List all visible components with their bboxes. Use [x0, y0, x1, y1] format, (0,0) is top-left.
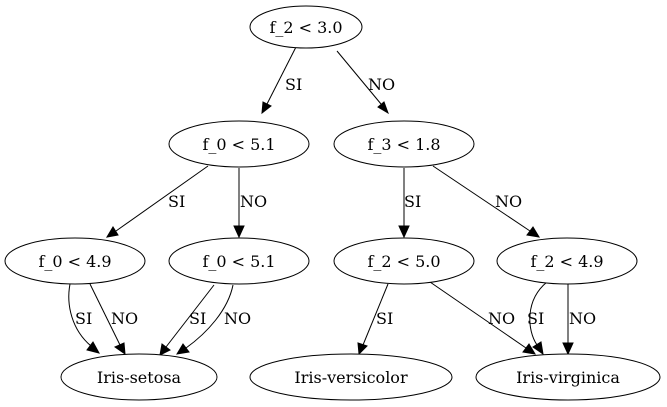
edge-n4-n8: SI	[68, 283, 100, 354]
node-label: f_2 < 4.9	[530, 252, 603, 271]
edge-n7-n10: NO	[562, 284, 596, 356]
node-label: f_0 < 5.1	[202, 135, 275, 154]
leaf-node: Iris-versicolor	[249, 353, 453, 401]
edge-n6-n9: SI	[357, 283, 393, 356]
edge-n5-n8: SI	[159, 284, 215, 356]
edge-label: NO	[495, 192, 522, 211]
decision-node: f_0 < 4.9	[4, 237, 146, 285]
edge-n7-n10: SI	[527, 281, 548, 356]
edge-label: NO	[569, 309, 596, 328]
edge-label: SI	[285, 75, 302, 94]
node-label: f_2 < 5.0	[367, 252, 440, 271]
node-label: Iris-virginica	[516, 368, 620, 387]
decision-node: f_0 < 5.1	[168, 120, 310, 168]
decision-node: f_2 < 5.0	[333, 237, 475, 285]
leaf-node: Iris-setosa	[60, 353, 218, 401]
edge-n5-n8: NO	[176, 284, 251, 355]
edge-label: NO	[368, 75, 395, 94]
edge-label: SI	[189, 309, 206, 328]
decision-node: f_2 < 3.0	[249, 5, 363, 49]
edge-n2-n5: NO	[233, 168, 267, 239]
edge-label: SI	[527, 309, 544, 328]
node-label: f_0 < 5.1	[202, 252, 275, 271]
edge-label: SI	[404, 192, 421, 211]
edge-n3-n7: NO	[432, 165, 540, 238]
edge-label: SI	[75, 309, 92, 328]
edge-n2-n4: SI	[106, 165, 209, 238]
edge-label: NO	[224, 309, 251, 328]
edge-n1-n3: NO	[336, 50, 395, 115]
edge-label: NO	[111, 309, 138, 328]
decision-node: f_2 < 4.9	[496, 237, 638, 285]
edge-label: NO	[240, 192, 267, 211]
node-label: Iris-setosa	[97, 368, 182, 387]
leaf-node: Iris-virginica	[475, 353, 661, 401]
node-label: f_3 < 1.8	[367, 135, 440, 154]
edge-n4-n8: NO	[89, 283, 138, 356]
decision-node: f_3 < 1.8	[333, 120, 475, 168]
edge-label: NO	[488, 309, 515, 328]
node-label: f_2 < 3.0	[269, 18, 342, 37]
edge-n1-n2: SI	[261, 44, 302, 115]
edge-n6-n10: NO	[429, 281, 536, 355]
decision-node: f_0 < 5.1	[168, 237, 310, 285]
edge-n3-n6: SI	[398, 168, 421, 239]
edge-label: SI	[168, 192, 185, 211]
edge-label: SI	[376, 309, 393, 328]
node-label: f_0 < 4.9	[38, 252, 111, 271]
node-label: Iris-versicolor	[294, 368, 408, 387]
